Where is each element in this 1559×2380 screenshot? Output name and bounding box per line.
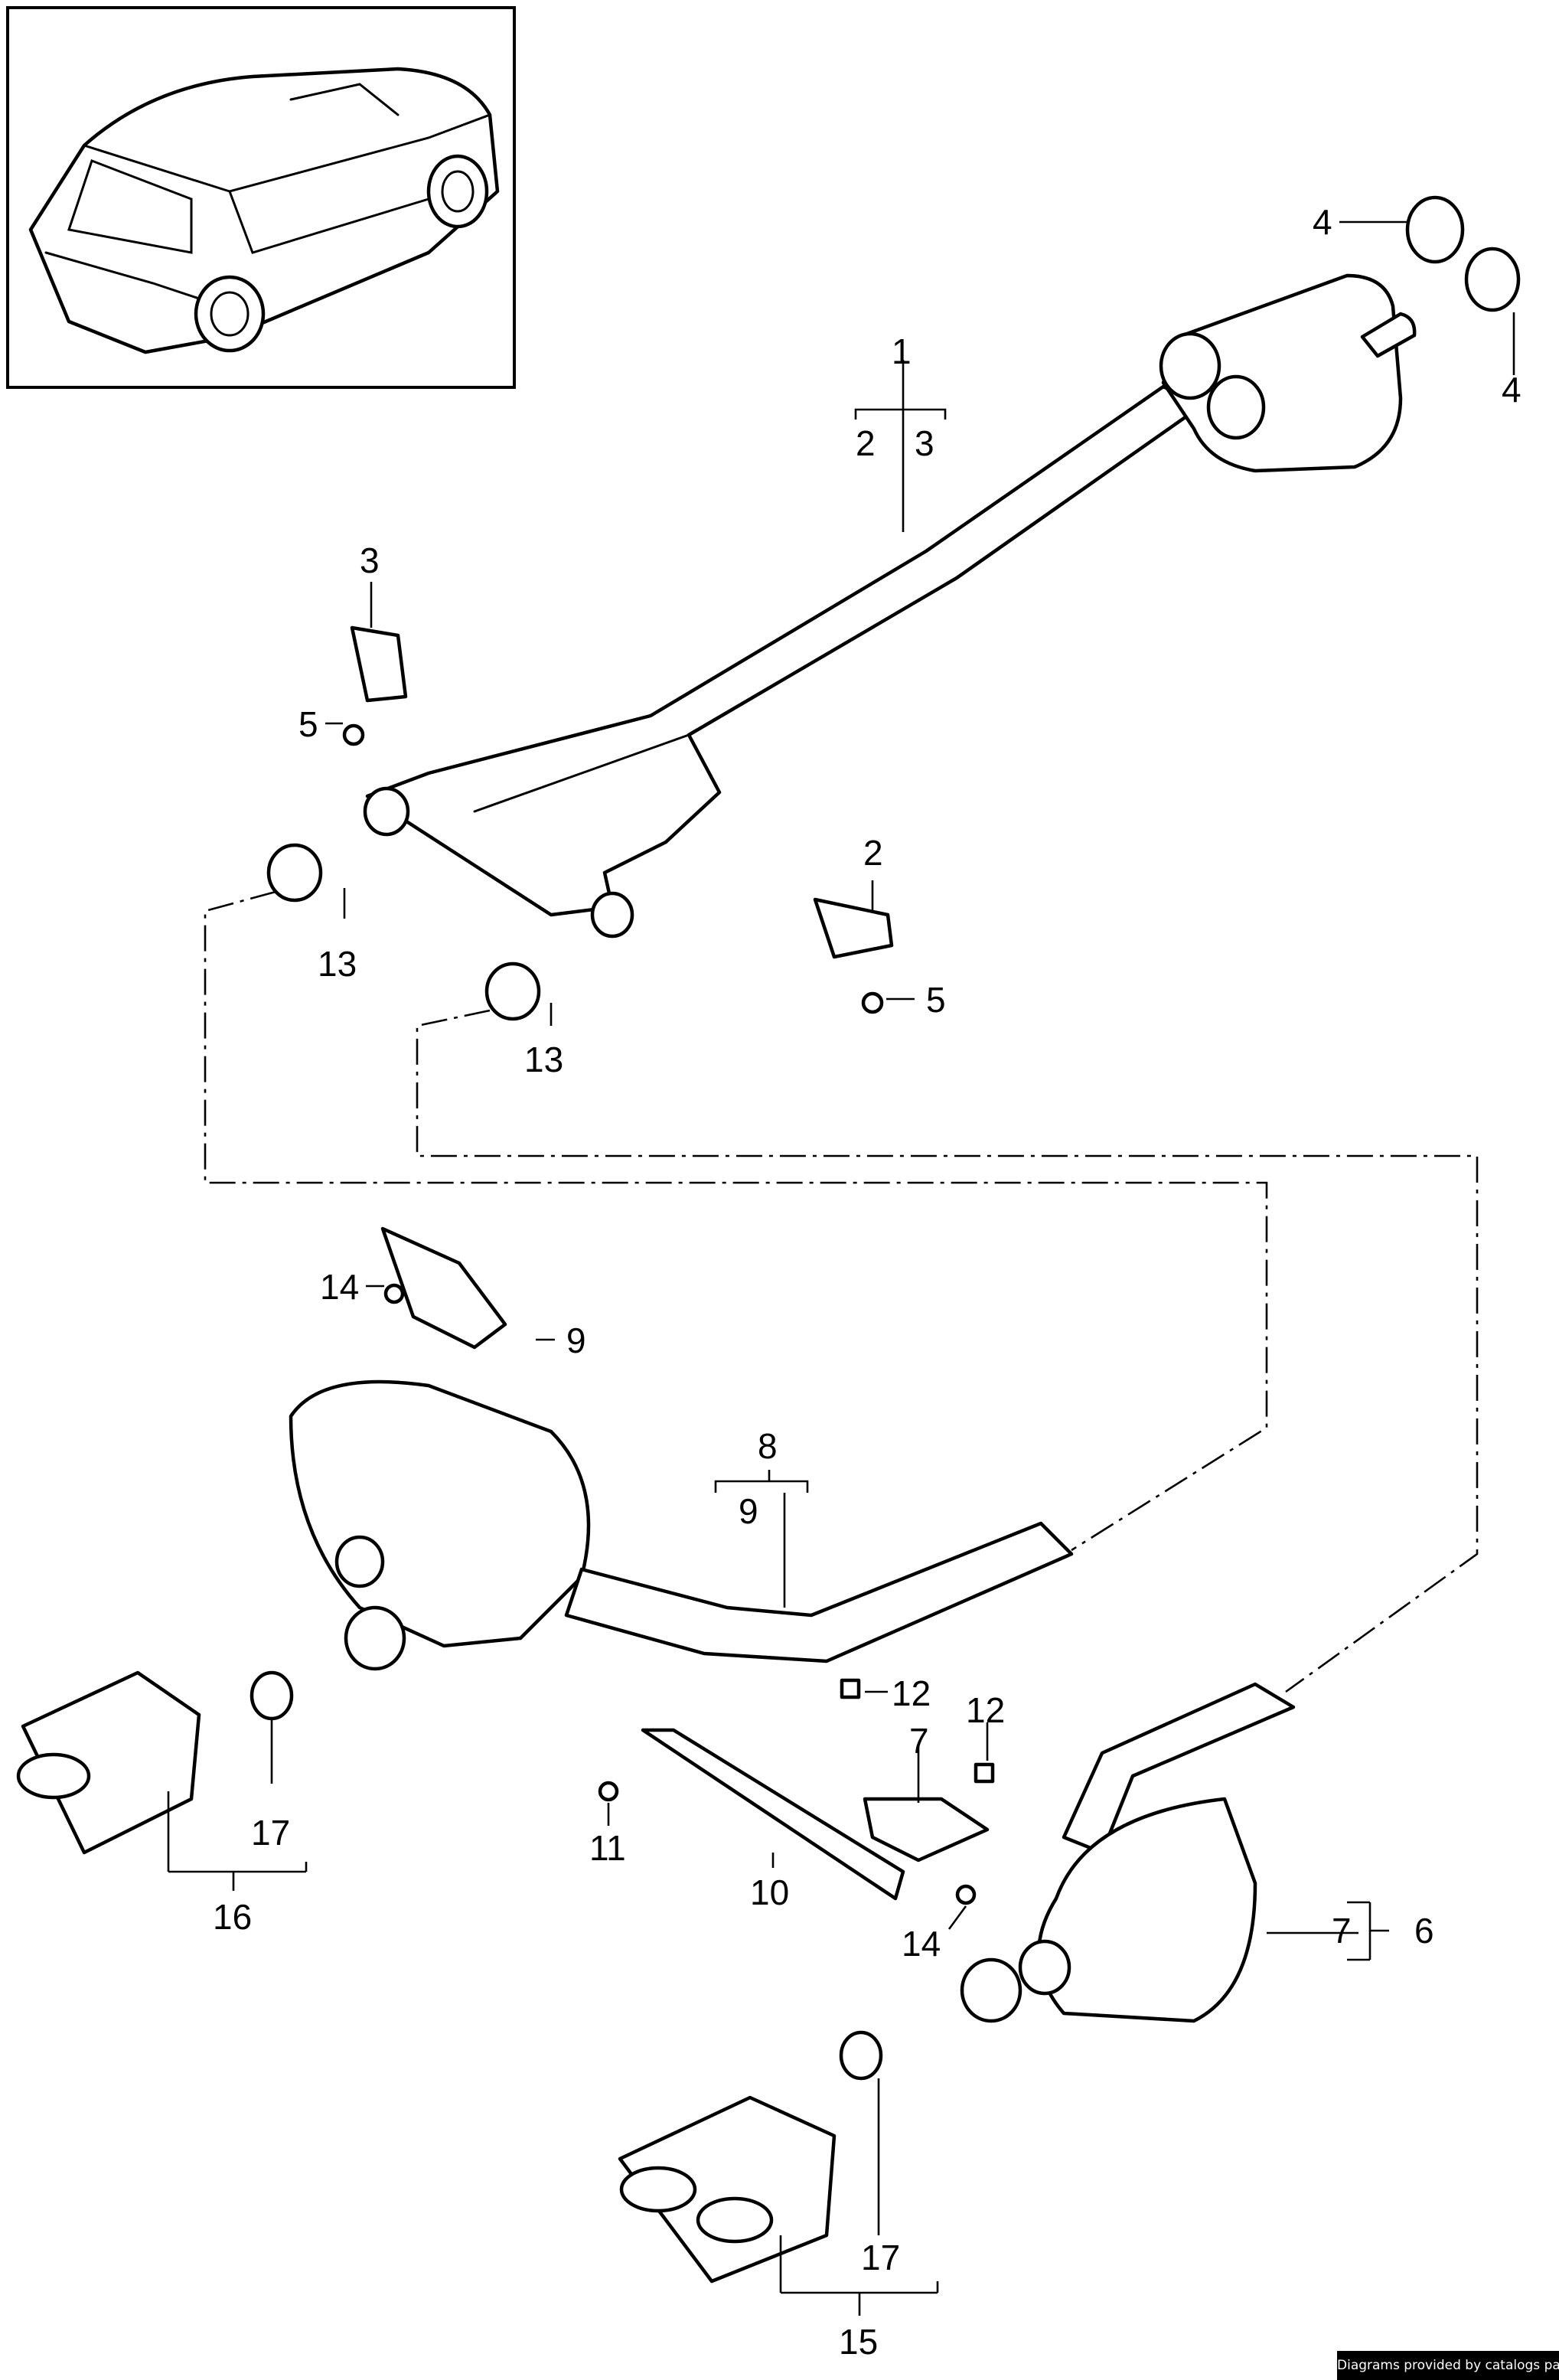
label-part-5a: 5 xyxy=(298,704,318,744)
tailpipe-right xyxy=(618,2095,837,2284)
label-part-5b: 5 xyxy=(926,980,946,1020)
label-part-6: 6 xyxy=(1414,1911,1434,1951)
vehicle-inset xyxy=(6,6,516,389)
label-part-16: 16 xyxy=(213,1897,252,1937)
nut-12b xyxy=(974,1762,995,1784)
screw-11 xyxy=(598,1781,619,1802)
credit-badge: Diagrams provided by catalogs parts xyxy=(1337,2351,1559,2380)
front-pipe-assembly xyxy=(363,273,1417,939)
label-part-7a: 7 xyxy=(909,1721,929,1761)
label-part-15: 15 xyxy=(839,2322,878,2362)
label-part-13a: 13 xyxy=(318,944,357,984)
mount-3 xyxy=(350,625,408,703)
label-part-17a: 17 xyxy=(251,1813,290,1853)
label-part-11: 11 xyxy=(589,1828,626,1868)
connection-lines xyxy=(204,890,1479,1693)
label-part-12a: 12 xyxy=(892,1673,931,1713)
screw-14a xyxy=(383,1283,405,1304)
bracket-10 xyxy=(641,1728,905,1901)
nut-12a xyxy=(840,1678,861,1699)
clamp-17a xyxy=(250,1670,294,1721)
clamp-17b xyxy=(839,2030,883,2081)
label-part-4b: 4 xyxy=(1502,370,1521,410)
rear-left-silencer xyxy=(289,1379,1074,1671)
label-part-12b: 12 xyxy=(966,1690,1005,1730)
mount-7 xyxy=(863,1797,990,1863)
clamp-13b xyxy=(484,961,541,1021)
label-part-8: 8 xyxy=(758,1426,778,1466)
label-part-9a: 9 xyxy=(566,1321,586,1360)
label-part-9b: 9 xyxy=(739,1491,758,1531)
tailpipe-left xyxy=(16,1670,201,1855)
rear-right-silencer xyxy=(960,1682,1296,2023)
mount-2 xyxy=(813,897,894,959)
screw-5b xyxy=(861,991,884,1014)
clamp-13a xyxy=(266,843,323,903)
label-part-4a: 4 xyxy=(1313,202,1332,242)
clamp-4a xyxy=(1405,195,1465,264)
label-part-3: 3 xyxy=(360,540,380,580)
part-labels: 1 2 3 2 3 4 4 5 5 6 7 7 8 9 9 10 11 12 1… xyxy=(213,202,1521,2362)
label-part-1-sub-2: 2 xyxy=(856,423,876,463)
label-part-1: 1 xyxy=(892,331,912,371)
label-part-1-sub-3: 3 xyxy=(915,423,934,463)
screw-14b xyxy=(955,1884,977,1905)
label-part-13b: 13 xyxy=(524,1040,563,1079)
screw-5a xyxy=(342,723,365,746)
clamp-4b xyxy=(1464,246,1521,312)
label-part-7b: 7 xyxy=(1332,1911,1352,1951)
label-part-2: 2 xyxy=(863,833,883,873)
leader-lines xyxy=(167,220,1515,2316)
label-part-10: 10 xyxy=(750,1872,789,1912)
label-part-14b: 14 xyxy=(902,1924,941,1964)
label-part-14a: 14 xyxy=(320,1267,359,1307)
label-part-17b: 17 xyxy=(861,2238,900,2277)
mount-9 xyxy=(380,1226,507,1350)
